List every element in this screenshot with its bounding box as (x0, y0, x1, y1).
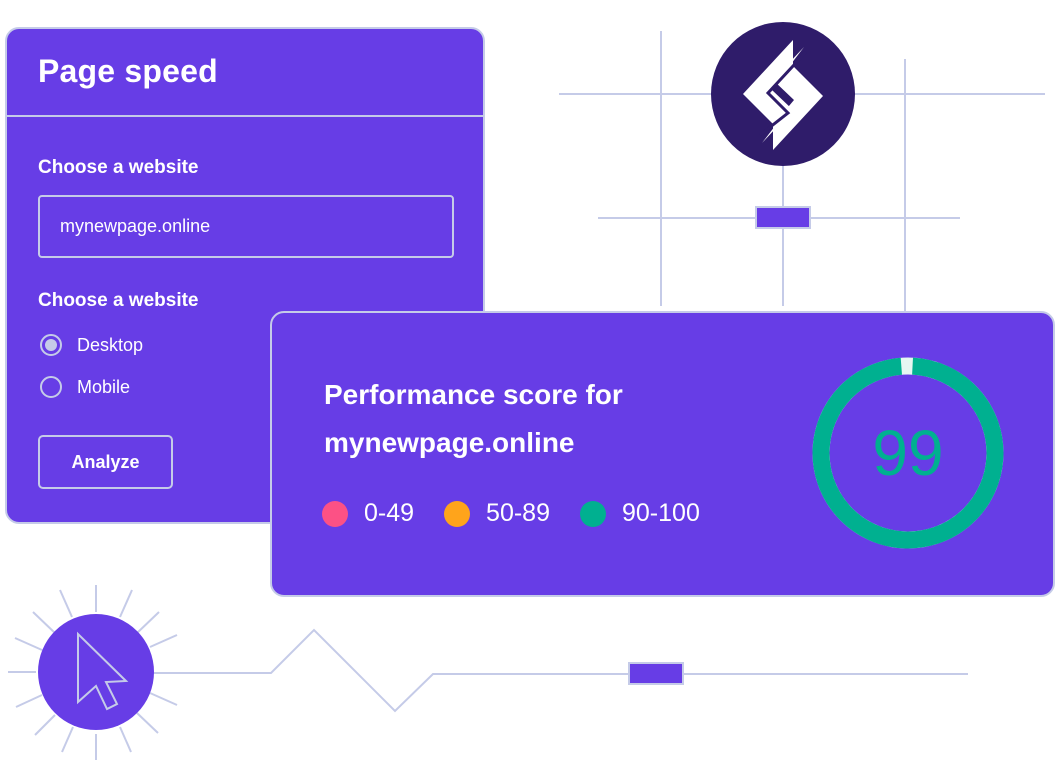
legend-item-average: 50-89 (444, 499, 550, 528)
radio-label: Desktop (77, 334, 144, 355)
zigzag-line (150, 628, 968, 713)
score-legend: 0-49 50-89 90-100 (322, 499, 730, 528)
performance-score-card: Performance score for mynewpage.online 0… (270, 311, 1055, 597)
radio-unselected-icon[interactable] (40, 376, 62, 398)
connector-block (755, 206, 811, 229)
radio-label: Mobile (77, 376, 131, 397)
score-title-line2: mynewpage.online (324, 427, 575, 458)
cursor-badge (38, 614, 154, 730)
legend-range: 0-49 (364, 499, 415, 527)
legend-item-good: 90-100 (580, 499, 700, 528)
card-header: Page speed (7, 29, 483, 117)
website-label: Choose a website (38, 157, 199, 178)
red-dot-icon (322, 500, 348, 527)
litespeed-logo-icon (711, 22, 855, 166)
score-value: 99 (872, 417, 943, 489)
score-gauge: 99 (812, 357, 1004, 549)
legend-item-poor: 0-49 (322, 499, 414, 528)
radio-mobile[interactable]: Mobile (40, 376, 130, 398)
cursor-arrow-icon (77, 631, 129, 711)
device-label: Choose a website (38, 290, 199, 311)
score-title-line1: Performance score for (324, 379, 623, 410)
radio-desktop[interactable]: Desktop (40, 334, 143, 356)
connector-block (628, 662, 684, 685)
legend-range: 50-89 (486, 499, 550, 527)
radio-selected-icon[interactable] (40, 334, 62, 356)
orange-dot-icon (444, 500, 471, 527)
cursor-rays (8, 585, 178, 760)
legend-range: 90-100 (622, 499, 700, 527)
card-title: Page speed (38, 53, 218, 89)
analyze-button[interactable]: Analyze (38, 435, 173, 489)
green-dot-icon (580, 500, 606, 527)
website-input[interactable]: mynewpage.online (38, 195, 454, 258)
